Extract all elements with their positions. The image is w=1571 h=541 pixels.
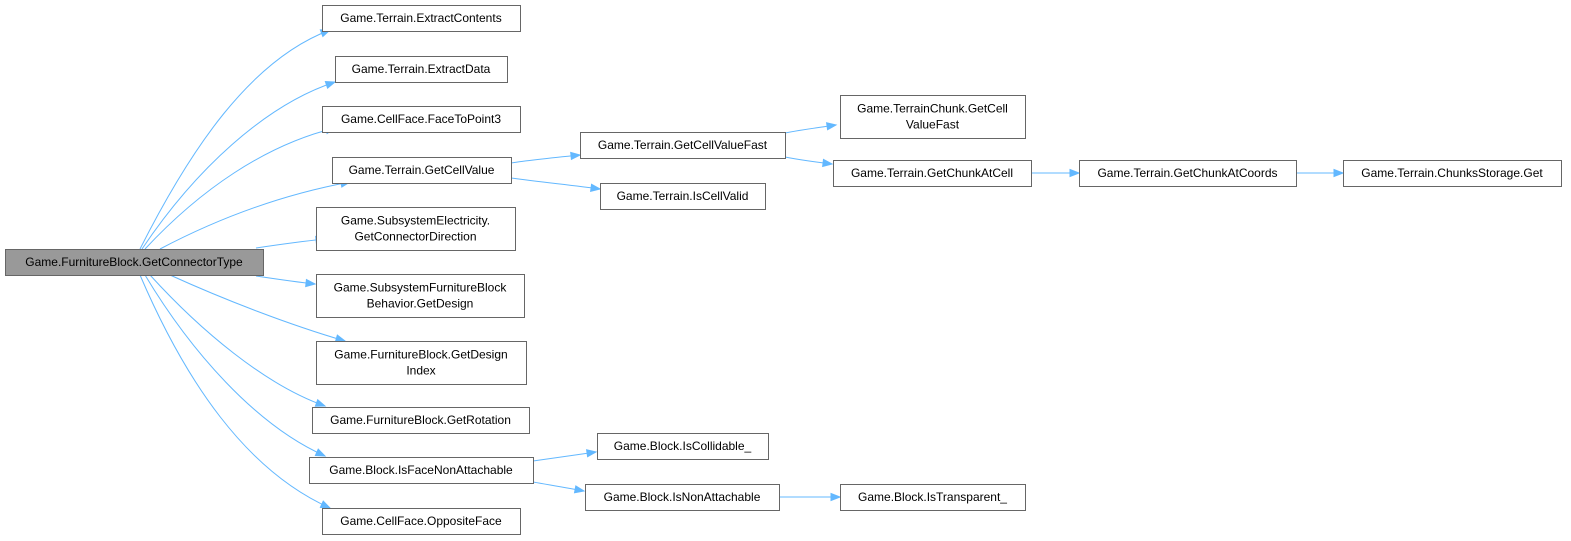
node-isNonAttachable[interactable]: Game.Block.IsNonAttachable xyxy=(585,484,780,511)
node-label-getDesign-line-0: Game.SubsystemFurnitureBlock xyxy=(334,281,508,295)
node-box-getChunkAtCell xyxy=(833,160,1032,187)
edge-root-to-getDesignIndex xyxy=(169,274,346,342)
node-getDesign[interactable]: Game.SubsystemFurnitureBlockBehavior.Get… xyxy=(316,274,525,318)
node-faceToPoint3[interactable]: Game.CellFace.FaceToPoint3 xyxy=(322,106,521,133)
node-box-chunkGetCellValueFast xyxy=(840,95,1026,139)
node-label-extractData: Game.Terrain.ExtractData xyxy=(352,62,491,76)
edge-arrowhead-getChunkAtCell-to-getChunkAtCoords xyxy=(1069,168,1081,178)
edge-root-to-getRotation xyxy=(149,274,326,407)
edge-root-to-extractData xyxy=(141,81,336,250)
edge-root-to-oppositeFace xyxy=(139,274,331,509)
node-label-faceToPoint3: Game.CellFace.FaceToPoint3 xyxy=(341,112,501,126)
node-isTransparent[interactable]: Game.Block.IsTransparent_ xyxy=(840,484,1026,511)
node-label-getCellValueFast: Game.Terrain.GetCellValueFast xyxy=(598,138,768,152)
node-label-oppositeFace: Game.CellFace.OppositeFace xyxy=(340,514,502,528)
edge-arrowhead-getCellValue-to-isCellValid xyxy=(590,183,602,192)
node-box-isCollidable xyxy=(597,433,769,460)
node-isFaceNonAttachable[interactable]: Game.Block.IsFaceNonAttachable xyxy=(309,457,534,484)
node-label-getRotation: Game.FurnitureBlock.GetRotation xyxy=(330,413,511,427)
node-label-isNonAttachable: Game.Block.IsNonAttachable xyxy=(604,490,761,504)
edge-arrowhead-isFaceNonAttachable-to-isNonAttachable xyxy=(573,485,586,494)
node-extractData[interactable]: Game.Terrain.ExtractData xyxy=(335,56,508,83)
node-getCellValueFast[interactable]: Game.Terrain.GetCellValueFast xyxy=(580,132,786,159)
edge-arrowhead-root-to-isFaceNonAttachable xyxy=(314,448,327,457)
node-root[interactable]: Game.FurnitureBlock.GetConnectorType xyxy=(5,249,264,276)
node-box-isNonAttachable xyxy=(585,484,780,511)
node-box-extractContents xyxy=(322,5,521,32)
node-label-extractContents: Game.Terrain.ExtractContents xyxy=(340,11,501,25)
node-label-getConnectorDirection-line-1: GetConnectorDirection xyxy=(354,230,476,244)
node-extractContents[interactable]: Game.Terrain.ExtractContents xyxy=(322,5,521,32)
node-chunkGetCellValueFast[interactable]: Game.TerrainChunk.GetCellValueFast xyxy=(840,95,1026,139)
edge-arrowhead-root-to-getDesign xyxy=(305,278,317,288)
node-getConnectorDirection[interactable]: Game.SubsystemElectricity. GetConnectorDi… xyxy=(316,207,516,251)
node-label-getDesignIndex-line-1: Index xyxy=(406,364,435,378)
edge-arrowhead-root-to-extractData xyxy=(324,80,337,90)
node-label-getCellValue: Game.Terrain.GetCellValue xyxy=(349,163,495,177)
node-box-getRotation xyxy=(312,407,530,434)
node-isCellValid[interactable]: Game.Terrain.IsCellValid xyxy=(600,183,766,210)
node-label-chunkGetCellValueFast-line-1: ValueFast xyxy=(906,118,960,132)
node-label-chunksStorageGet: Game.Terrain.ChunksStorage.Get xyxy=(1361,166,1543,180)
node-box-oppositeFace xyxy=(322,508,521,535)
edge-arrowhead-getCellValueFast-to-getChunkAtCell xyxy=(822,158,834,168)
node-box-getCellValue xyxy=(332,157,512,184)
edge-getCellValue-to-isCellValid xyxy=(510,177,601,190)
node-layer: Game.FurnitureBlock.GetConnectorTypeGame… xyxy=(5,5,1562,535)
node-box-getDesignIndex xyxy=(316,341,527,385)
node-box-chunksStorageGet xyxy=(1343,160,1562,187)
node-isCollidable[interactable]: Game.Block.IsCollidable_ xyxy=(597,433,769,460)
node-label-chunkGetCellValueFast-line-0: Game.TerrainChunk.GetCell xyxy=(857,102,1008,116)
node-box-isCellValid xyxy=(600,183,766,210)
node-label-isCellValid: Game.Terrain.IsCellValid xyxy=(617,189,749,203)
edge-root-to-faceToPoint3 xyxy=(144,127,336,250)
node-box-getConnectorDirection xyxy=(316,207,516,251)
node-label-getChunkAtCell: Game.Terrain.GetChunkAtCell xyxy=(851,166,1013,180)
edge-arrowhead-root-to-oppositeFace xyxy=(319,500,332,509)
edge-root-to-extractContents xyxy=(139,29,331,250)
edge-arrowhead-root-to-getDesignIndex xyxy=(334,334,347,343)
node-box-extractData xyxy=(335,56,508,83)
node-getCellValue[interactable]: Game.Terrain.GetCellValue xyxy=(332,157,512,184)
node-getChunkAtCell[interactable]: Game.Terrain.GetChunkAtCell xyxy=(833,160,1032,187)
edge-arrowhead-getCellValueFast-to-chunkGetCellValueFast xyxy=(825,122,838,131)
node-box-isFaceNonAttachable xyxy=(309,457,534,484)
edge-root-to-getConnectorDirection xyxy=(255,238,326,249)
node-box-isTransparent xyxy=(840,484,1026,511)
node-label-getDesign-line-1: Behavior.GetDesign xyxy=(367,297,474,311)
node-box-getChunkAtCoords xyxy=(1079,160,1297,187)
node-label-isFaceNonAttachable: Game.Block.IsFaceNonAttachable xyxy=(329,463,513,477)
node-label-getChunkAtCoords: Game.Terrain.GetChunkAtCoords xyxy=(1097,166,1277,180)
node-box-faceToPoint3 xyxy=(322,106,521,133)
node-box-getDesign xyxy=(316,274,525,318)
node-oppositeFace[interactable]: Game.CellFace.OppositeFace xyxy=(322,508,521,535)
edge-arrowhead-getCellValue-to-getCellValueFast xyxy=(570,151,582,161)
edge-arrowhead-root-to-getRotation xyxy=(314,398,327,407)
node-box-root xyxy=(5,249,264,276)
edge-arrowhead-getChunkAtCoords-to-chunksStorageGet xyxy=(1333,168,1345,178)
edge-root-to-getCellValue xyxy=(159,181,351,250)
edge-getCellValue-to-getCellValueFast xyxy=(510,154,581,164)
node-label-root: Game.FurnitureBlock.GetConnectorType xyxy=(25,255,243,269)
node-label-getDesignIndex-line-0: Game.FurnitureBlock.GetDesign xyxy=(334,348,507,362)
edge-isFaceNonAttachable-to-isCollidable xyxy=(532,451,597,462)
edge-arrowhead-isNonAttachable-to-isTransparent xyxy=(830,492,842,502)
node-getRotation[interactable]: Game.FurnitureBlock.GetRotation xyxy=(312,407,530,434)
node-label-isTransparent: Game.Block.IsTransparent_ xyxy=(858,490,1007,504)
node-label-getConnectorDirection-line-0: Game.SubsystemElectricity. xyxy=(341,214,490,228)
edge-arrowhead-isFaceNonAttachable-to-isCollidable xyxy=(585,449,598,458)
node-label-isCollidable: Game.Block.IsCollidable_ xyxy=(614,439,752,453)
node-box-getCellValueFast xyxy=(580,132,786,159)
edge-root-to-isFaceNonAttachable xyxy=(144,274,326,457)
node-chunksStorageGet[interactable]: Game.Terrain.ChunksStorage.Get xyxy=(1343,160,1562,187)
node-getChunkAtCoords[interactable]: Game.Terrain.GetChunkAtCoords xyxy=(1079,160,1297,187)
